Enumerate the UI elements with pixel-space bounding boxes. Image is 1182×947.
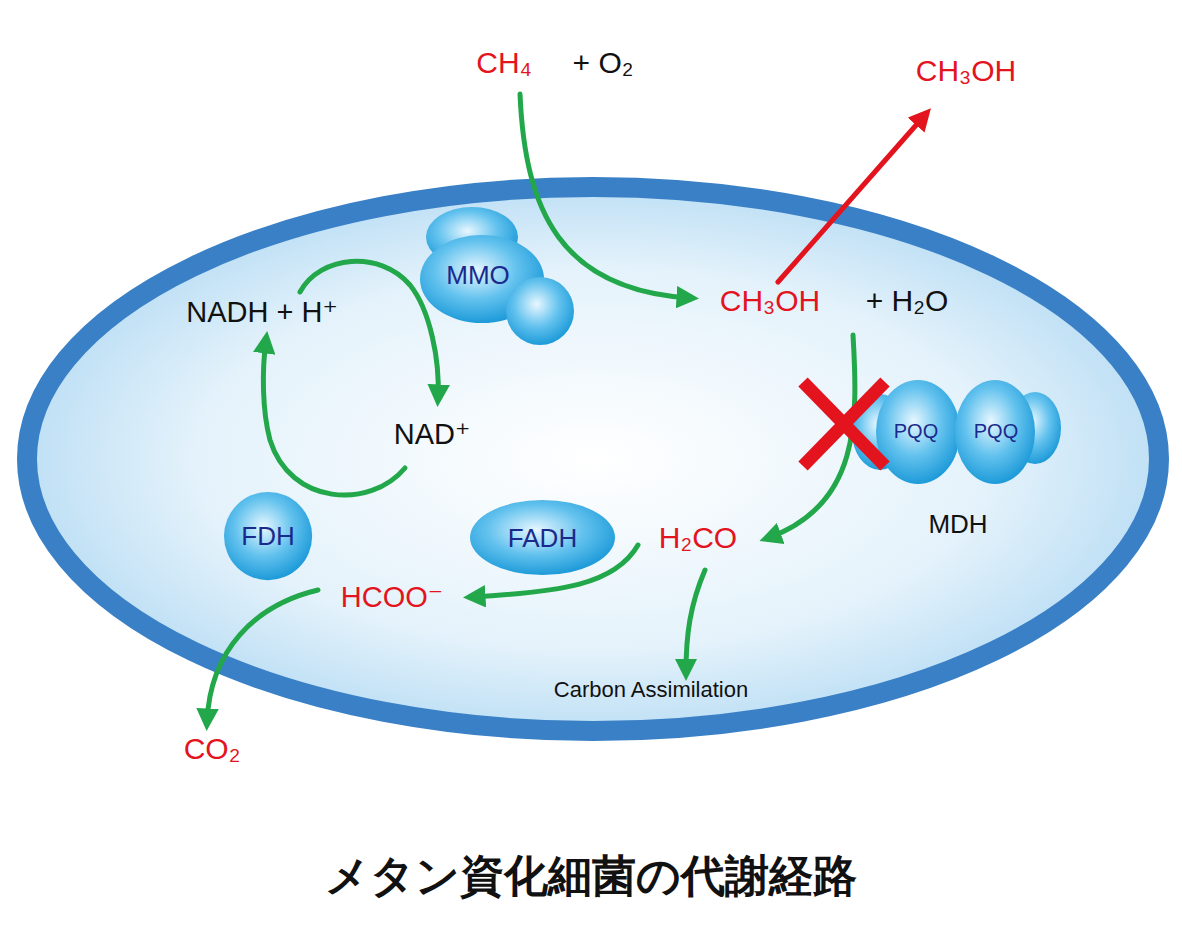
cofactor-arrow (300, 261, 438, 398)
cofactor-pqq: PQQ (880, 416, 952, 446)
cofactor-arrow (263, 340, 405, 495)
chemical-label: CH₃OH (916, 54, 1017, 87)
chemical-label: + O₂ (573, 46, 634, 79)
chemical-label: CO₂ (184, 732, 241, 765)
enzyme-label: PQQ (894, 420, 938, 442)
enzyme-fdh: FDH (224, 492, 312, 580)
reaction-arrow (520, 94, 690, 298)
chemical-label: HCOO⁻ (341, 582, 443, 614)
enzyme-label: FADH (508, 523, 577, 552)
enzyme-fadh: FADH (470, 500, 615, 575)
chemical-label: Carbon Assimilation (554, 678, 748, 702)
enzyme-mmo: MMO (410, 195, 580, 345)
cofactor-pqq: PQQ (960, 416, 1032, 446)
enzyme-label: MDH (928, 510, 987, 539)
chemical-label: NADH + H⁺ (186, 297, 337, 329)
chemical-label: + H₂O (866, 284, 949, 317)
chemical-label: NAD⁺ (394, 419, 471, 451)
enzyme-label: PQQ (974, 420, 1018, 442)
chemical-label: CH₄ (476, 46, 532, 79)
enzyme-label: FDH (241, 522, 294, 551)
chemical-label: CH₃OH (720, 284, 821, 317)
diagram-caption: メタン資化細菌の代謝経路 (325, 852, 857, 900)
enzyme-label: MMO (446, 261, 510, 290)
reaction-arrow (768, 335, 855, 538)
reaction-arrow (686, 570, 705, 672)
enzyme-mdh: MDH PQQ PQQ (850, 372, 1065, 544)
release-arrow (778, 115, 925, 282)
chemical-label: H₂CO (659, 521, 737, 554)
reaction-arrow (207, 590, 318, 722)
